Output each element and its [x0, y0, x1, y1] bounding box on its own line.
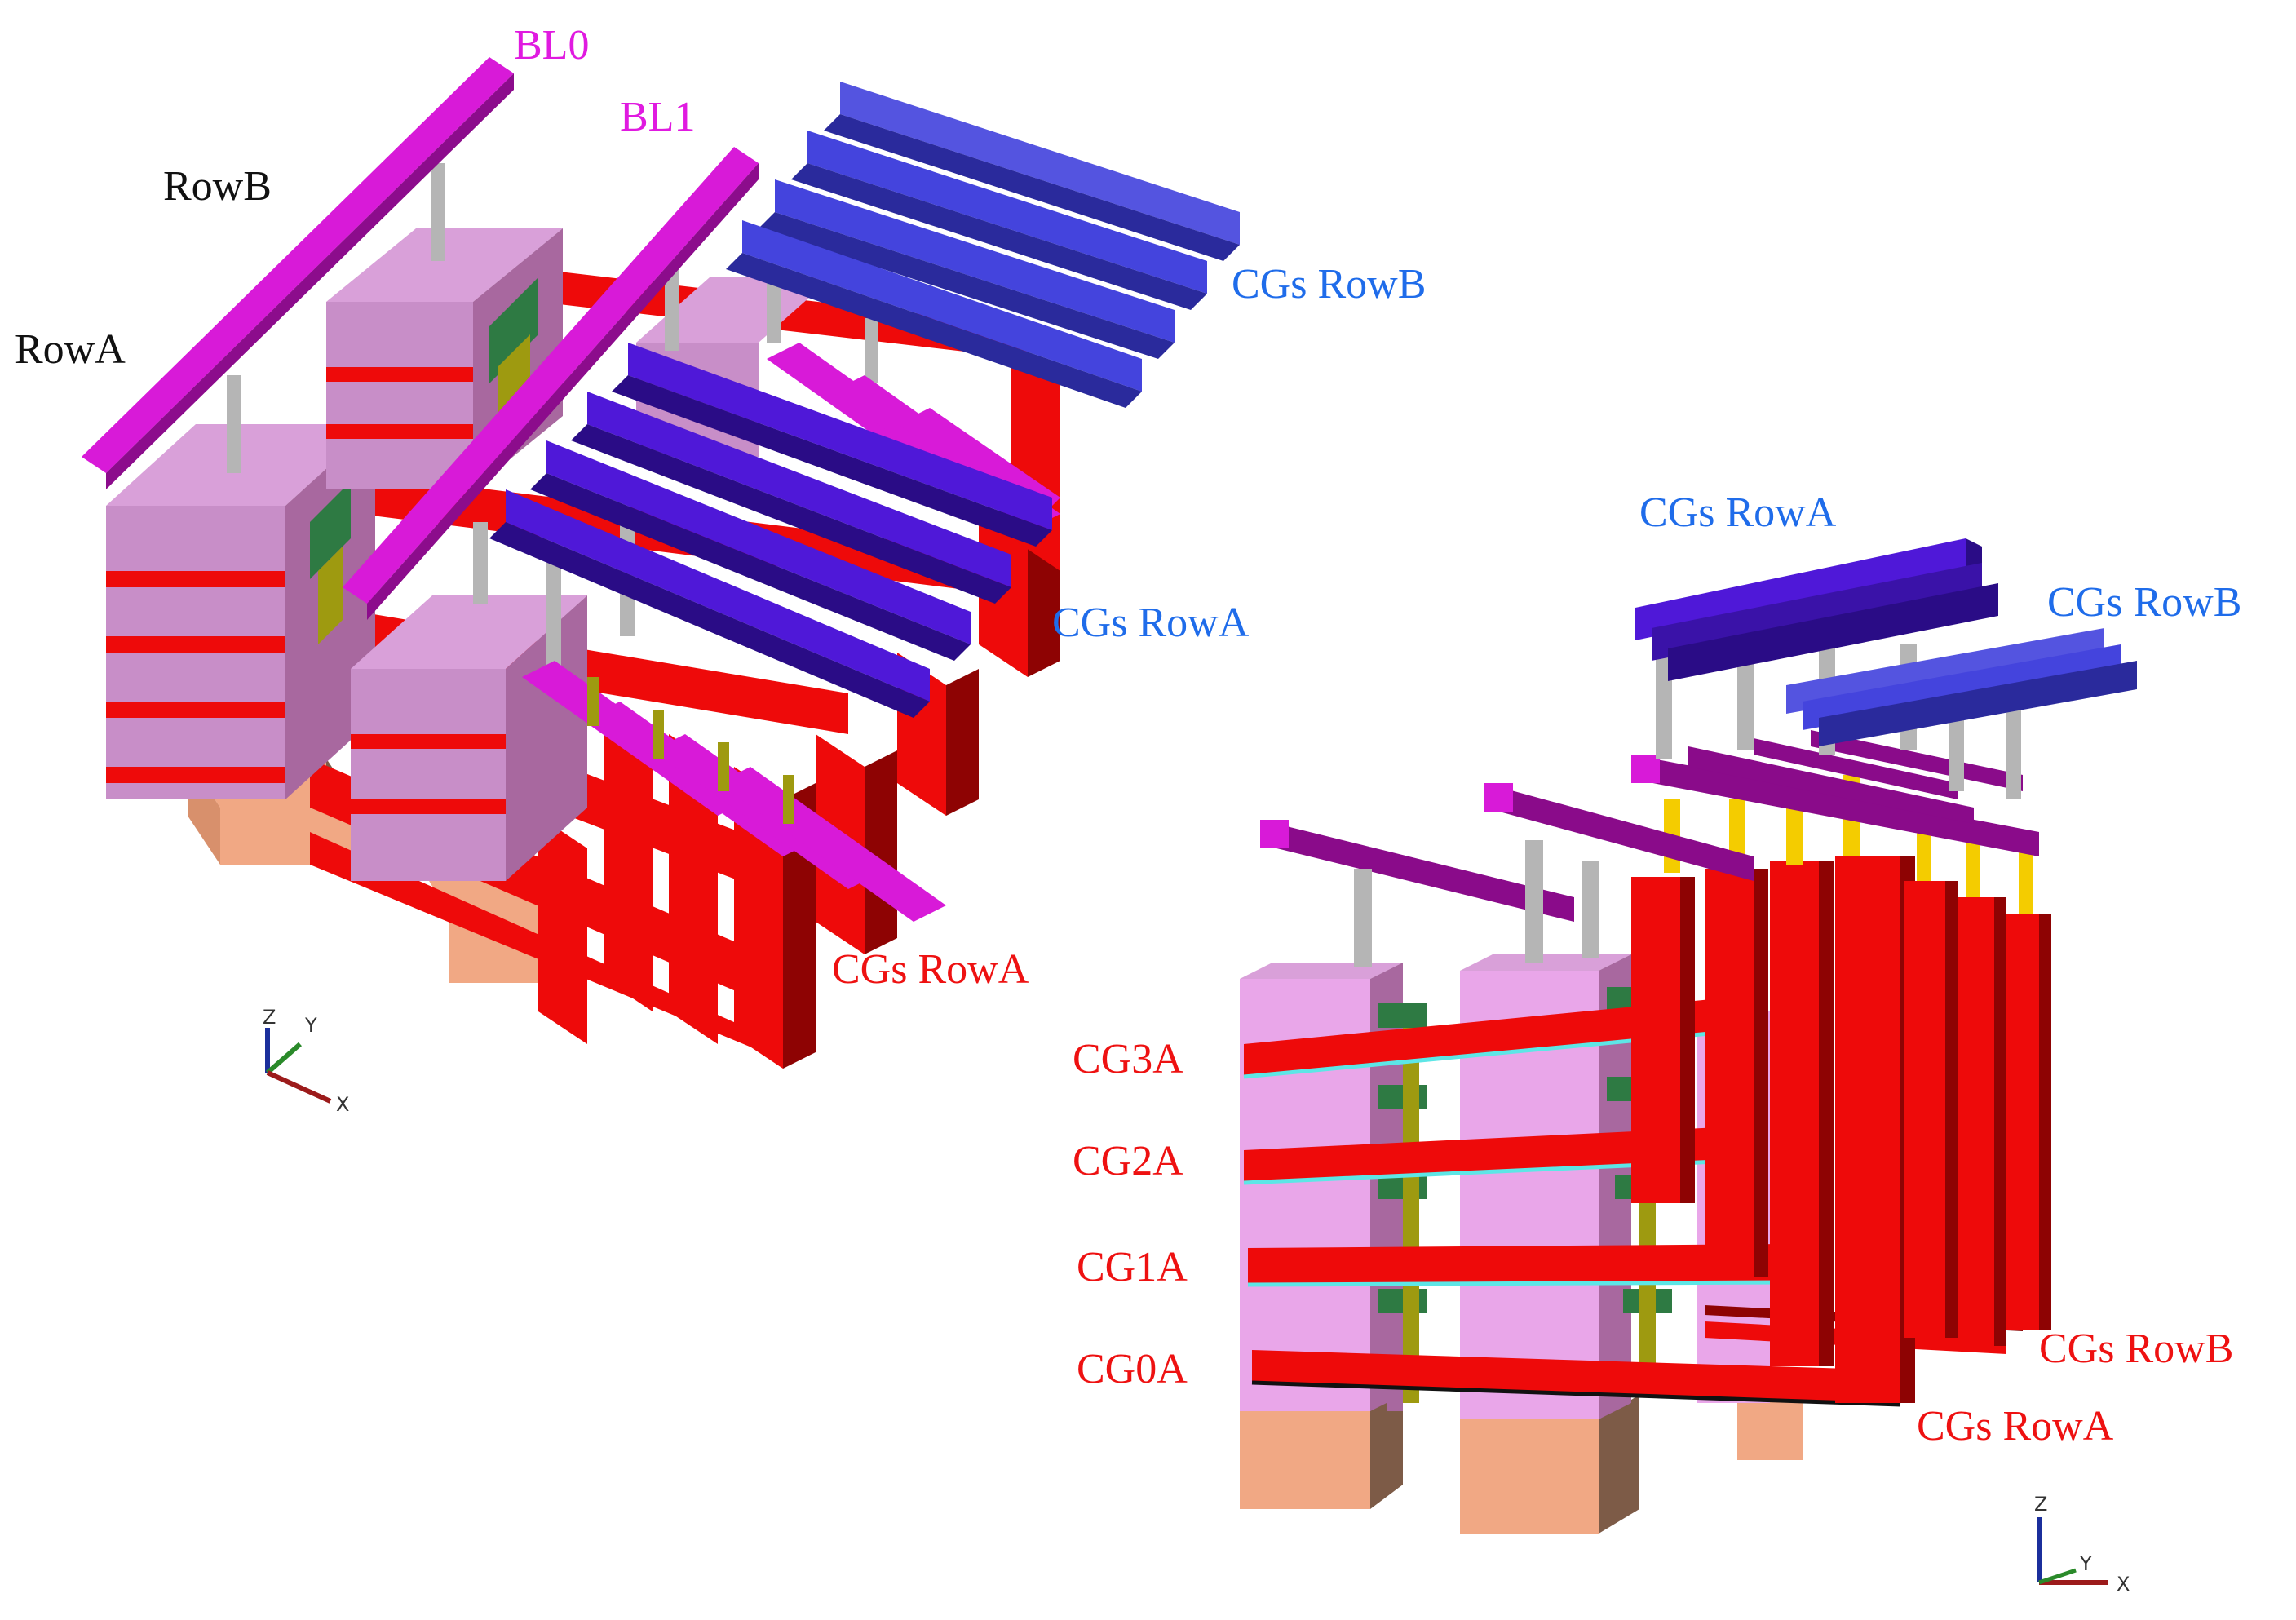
- bitline-bl0: [82, 57, 514, 489]
- right-cg-top-rowB[interactable]: [1786, 628, 2137, 746]
- left-axis-z: Z: [263, 1006, 276, 1029]
- label-cg0a: CG0A: [1077, 1346, 1188, 1392]
- right-substrate: [1240, 1387, 1803, 1534]
- label-cgs-rowb-top: CGs RowB: [2047, 579, 2241, 626]
- label-cgs-rowa-top: CGs RowA: [1639, 489, 1837, 536]
- right-axis-x: X: [2117, 1573, 2130, 1596]
- right-perspective-view: CGs RowA CGs RowB CG3A CG2A CG1A CG0A CG…: [1073, 489, 2241, 1596]
- label-cgs-rowb: CGs RowB: [1232, 261, 1426, 308]
- right-axis-y: Y: [2079, 1552, 2092, 1575]
- label-cgs-rowa-red: CGs RowA: [832, 946, 1029, 993]
- label-bl0: BL0: [514, 22, 589, 69]
- right-cg-vertical-legs: [1631, 856, 2051, 1403]
- label-cgs-rowb-bottom: CGs RowB: [2039, 1326, 2233, 1372]
- left-cg-bars-rowA[interactable]: [489, 343, 1052, 718]
- label-cg2a: CG2A: [1073, 1138, 1183, 1184]
- right-axis-z: Z: [2034, 1493, 2047, 1516]
- left-yellow-rods: [587, 677, 794, 824]
- left-axis-x: X: [336, 1093, 349, 1116]
- label-bl1: BL1: [620, 94, 695, 140]
- label-cgs-rowa-blue: CGs RowA: [1052, 600, 1250, 646]
- label-rowb: RowB: [163, 163, 272, 210]
- label-cgs-rowa-bottom: CGs RowA: [1917, 1403, 2114, 1450]
- right-axis-triad: Z Y X: [2034, 1493, 2130, 1596]
- right-cg-top-rowA[interactable]: [1635, 538, 1998, 681]
- left-perspective-view: BL0 BL1 RowB RowA CGs RowB CGs RowA CGs …: [15, 22, 1426, 1116]
- label-rowa: RowA: [15, 326, 126, 373]
- bitline-bl1: [343, 147, 759, 620]
- right-bitlines: [1260, 730, 2039, 922]
- left-gray-vias: [227, 163, 878, 669]
- left-axis-triad: Z Y X: [263, 1006, 349, 1116]
- left-cg-bars-rowB[interactable]: [726, 82, 1240, 408]
- label-cg3a: CG3A: [1073, 1036, 1183, 1082]
- label-cg1a: CG1A: [1077, 1244, 1188, 1290]
- left-axis-y: Y: [304, 1014, 317, 1037]
